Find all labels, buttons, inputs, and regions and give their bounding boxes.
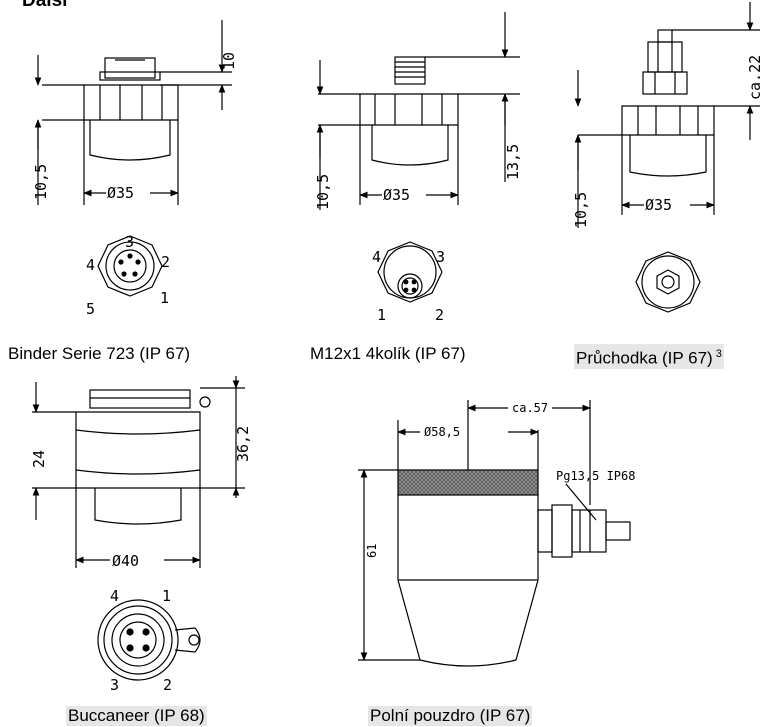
bucc-dim-left: 24 [30, 450, 48, 468]
gland-top-face [635, 251, 701, 313]
binder-pin-4: 4 [86, 256, 95, 274]
caption-gland: Průchodka (IP 67)3 [574, 344, 724, 369]
gland-side-view [574, 2, 760, 228]
gland-dim-top: ca.22 [746, 55, 764, 100]
m12-pin-2: 2 [435, 306, 444, 324]
caption-binder: Binder Serie 723 (IP 67) [8, 344, 191, 363]
m12-dim-diameter: Ø35 [383, 186, 410, 204]
bucc-dim-diameter: Ø40 [112, 552, 139, 570]
buccaneer-pin-face [97, 599, 201, 681]
m12-pin-4: 4 [372, 248, 381, 266]
bucc-pin-1: 1 [162, 587, 171, 605]
section-heading: Další [22, 0, 68, 11]
bucc-pin-4: 4 [110, 587, 119, 605]
buccaneer-side-view [32, 376, 245, 568]
field-housing-view [358, 400, 631, 667]
m12-pin-1: 1 [377, 306, 386, 324]
field-dim-diameter: Ø58,5 [424, 425, 460, 439]
binder-side-view [34, 20, 232, 205]
m12-pin-face [377, 241, 443, 303]
bucc-pin-2: 2 [163, 676, 172, 694]
binder-pin-5: 5 [86, 300, 95, 318]
bucc-pin-3: 3 [110, 676, 119, 694]
caption-buccaneer: Buccaneer (IP 68) [66, 706, 207, 726]
field-dim-height: 61 [365, 544, 379, 558]
bucc-dim-right: 36,2 [234, 426, 252, 462]
field-dim-offset: ca.57 [512, 401, 548, 415]
m12-side-view [316, 12, 520, 210]
caption-gland-text: Průchodka (IP 67) [576, 348, 713, 368]
caption-m12: M12x1 4kolík (IP 67) [310, 344, 466, 363]
binder-dim-body: 10,5 [32, 164, 50, 200]
m12-dim-top: 13,5 [504, 144, 522, 180]
binder-pin-3: 3 [125, 233, 134, 251]
binder-pin-1: 1 [160, 289, 169, 307]
field-gland-label: Pg13,5 IP68 [556, 469, 635, 483]
caption-field: Polní pouzdro (IP 67) [368, 706, 533, 726]
m12-pin-3: 3 [436, 248, 445, 266]
caption-gland-footnote: 3 [715, 348, 722, 360]
binder-dim-top: 10 [220, 52, 238, 70]
binder-pin-face [97, 235, 163, 297]
binder-pin-2: 2 [161, 253, 170, 271]
binder-dim-diameter: Ø35 [107, 184, 134, 202]
gland-dim-diameter: Ø35 [645, 196, 672, 214]
gland-dim-body: 10,5 [572, 192, 590, 228]
m12-dim-body: 10,5 [314, 174, 332, 210]
